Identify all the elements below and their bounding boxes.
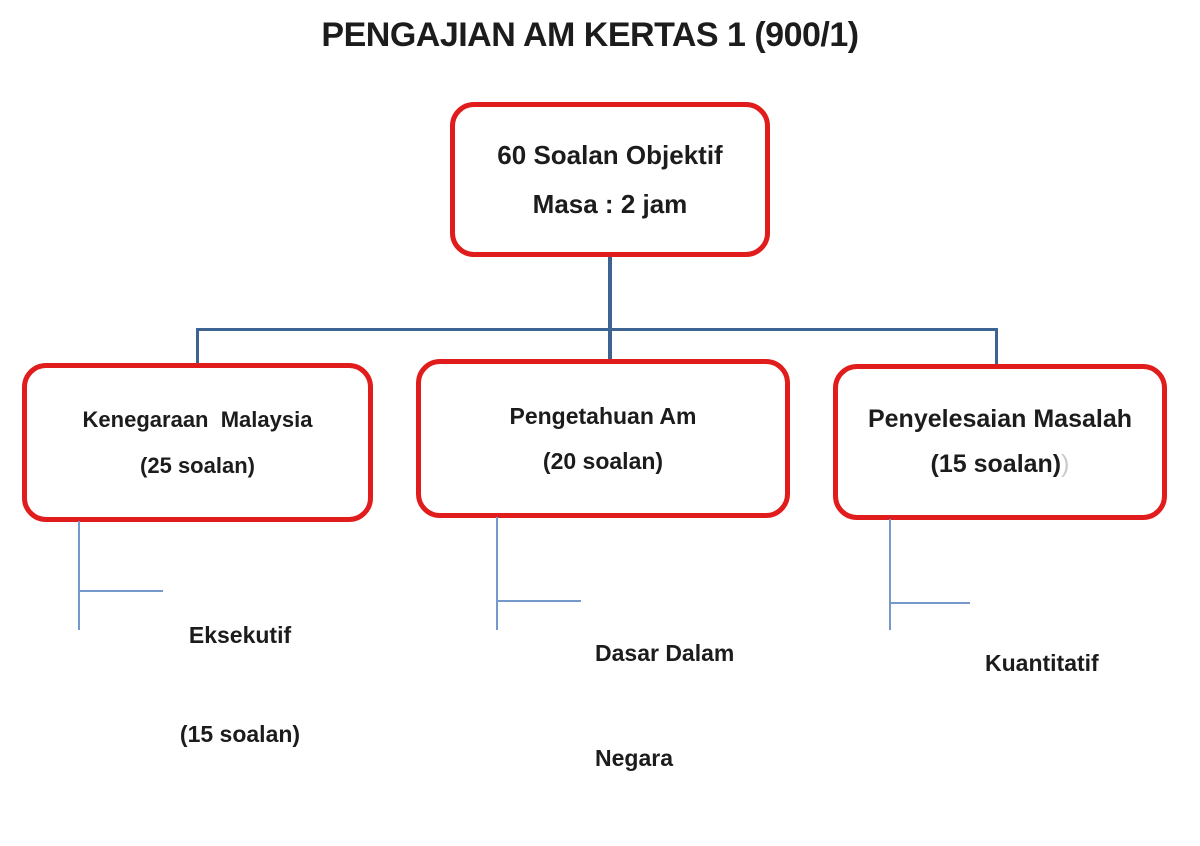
branch-mid-line2: (20 soalan) <box>542 447 664 474</box>
connector-drop-left <box>196 328 199 364</box>
branch-box-pengetahuan-am: Pengetahuan Am (20 soalan) <box>416 359 790 518</box>
subconnector-right-vertical <box>889 519 891 630</box>
root-box-line2: Masa : 2 jam <box>532 188 688 219</box>
connector-drop-right <box>995 328 998 365</box>
sub-label-eksekutif-line2: (15 soalan) <box>179 721 301 747</box>
branch-box-kenegaraan-malaysia: Kenegaraan Malaysia (25 soalan) <box>22 363 373 522</box>
sub-label-kuantitatif-line1: Kuantitatif <box>985 650 1099 676</box>
sub-label-dasar-line1: Dasar Dalam <box>595 640 735 666</box>
subconnector-right-tick <box>889 602 970 604</box>
ghost-paren-artifact: ) <box>1061 450 1070 478</box>
sub-label-eksekutif-line1: Eksekutif <box>188 622 292 648</box>
root-box-soalan-objektif: 60 Soalan Objektif Masa : 2 jam <box>450 102 770 257</box>
branch-left-line1: Kenegaraan Malaysia <box>82 406 313 432</box>
subconnector-middle-vertical <box>496 517 498 630</box>
flowchart-canvas: PENGAJIAN AM KERTAS 1 (900/1) 60 Soalan … <box>22 16 1167 771</box>
branch-right-line2: (15 soalan)) <box>931 450 1070 479</box>
diagram-title: PENGAJIAN AM KERTAS 1 (900/1) <box>321 16 859 54</box>
branch-right-line1: Penyelesaian Masalah <box>867 405 1133 433</box>
branch-mid-line1: Pengetahuan Am <box>509 402 697 429</box>
sub-label-dasar-dalam-negara: Dasar Dalam Negara <box>595 566 734 846</box>
subconnector-left-tick <box>78 590 163 592</box>
connector-stem-vertical <box>608 257 612 359</box>
branch-box-penyelesaian-masalah: Penyelesaian Masalah (15 soalan)) <box>833 364 1167 520</box>
connector-horizontal-bar <box>196 328 998 331</box>
root-box-line1: 60 Soalan Objektif <box>497 139 723 170</box>
sub-label-dasar-line2: Negara <box>595 745 673 771</box>
branch-left-line2: (25 soalan) <box>140 452 255 478</box>
sub-label-eksekutif: Eksekutif (15 soalan) <box>170 553 310 817</box>
sub-label-kuantitatif: Kuantitatif <box>985 588 1099 738</box>
subconnector-left-vertical <box>78 521 80 630</box>
branch-right-line2-text: (15 soalan) <box>930 450 1062 478</box>
subconnector-middle-tick <box>496 600 581 602</box>
